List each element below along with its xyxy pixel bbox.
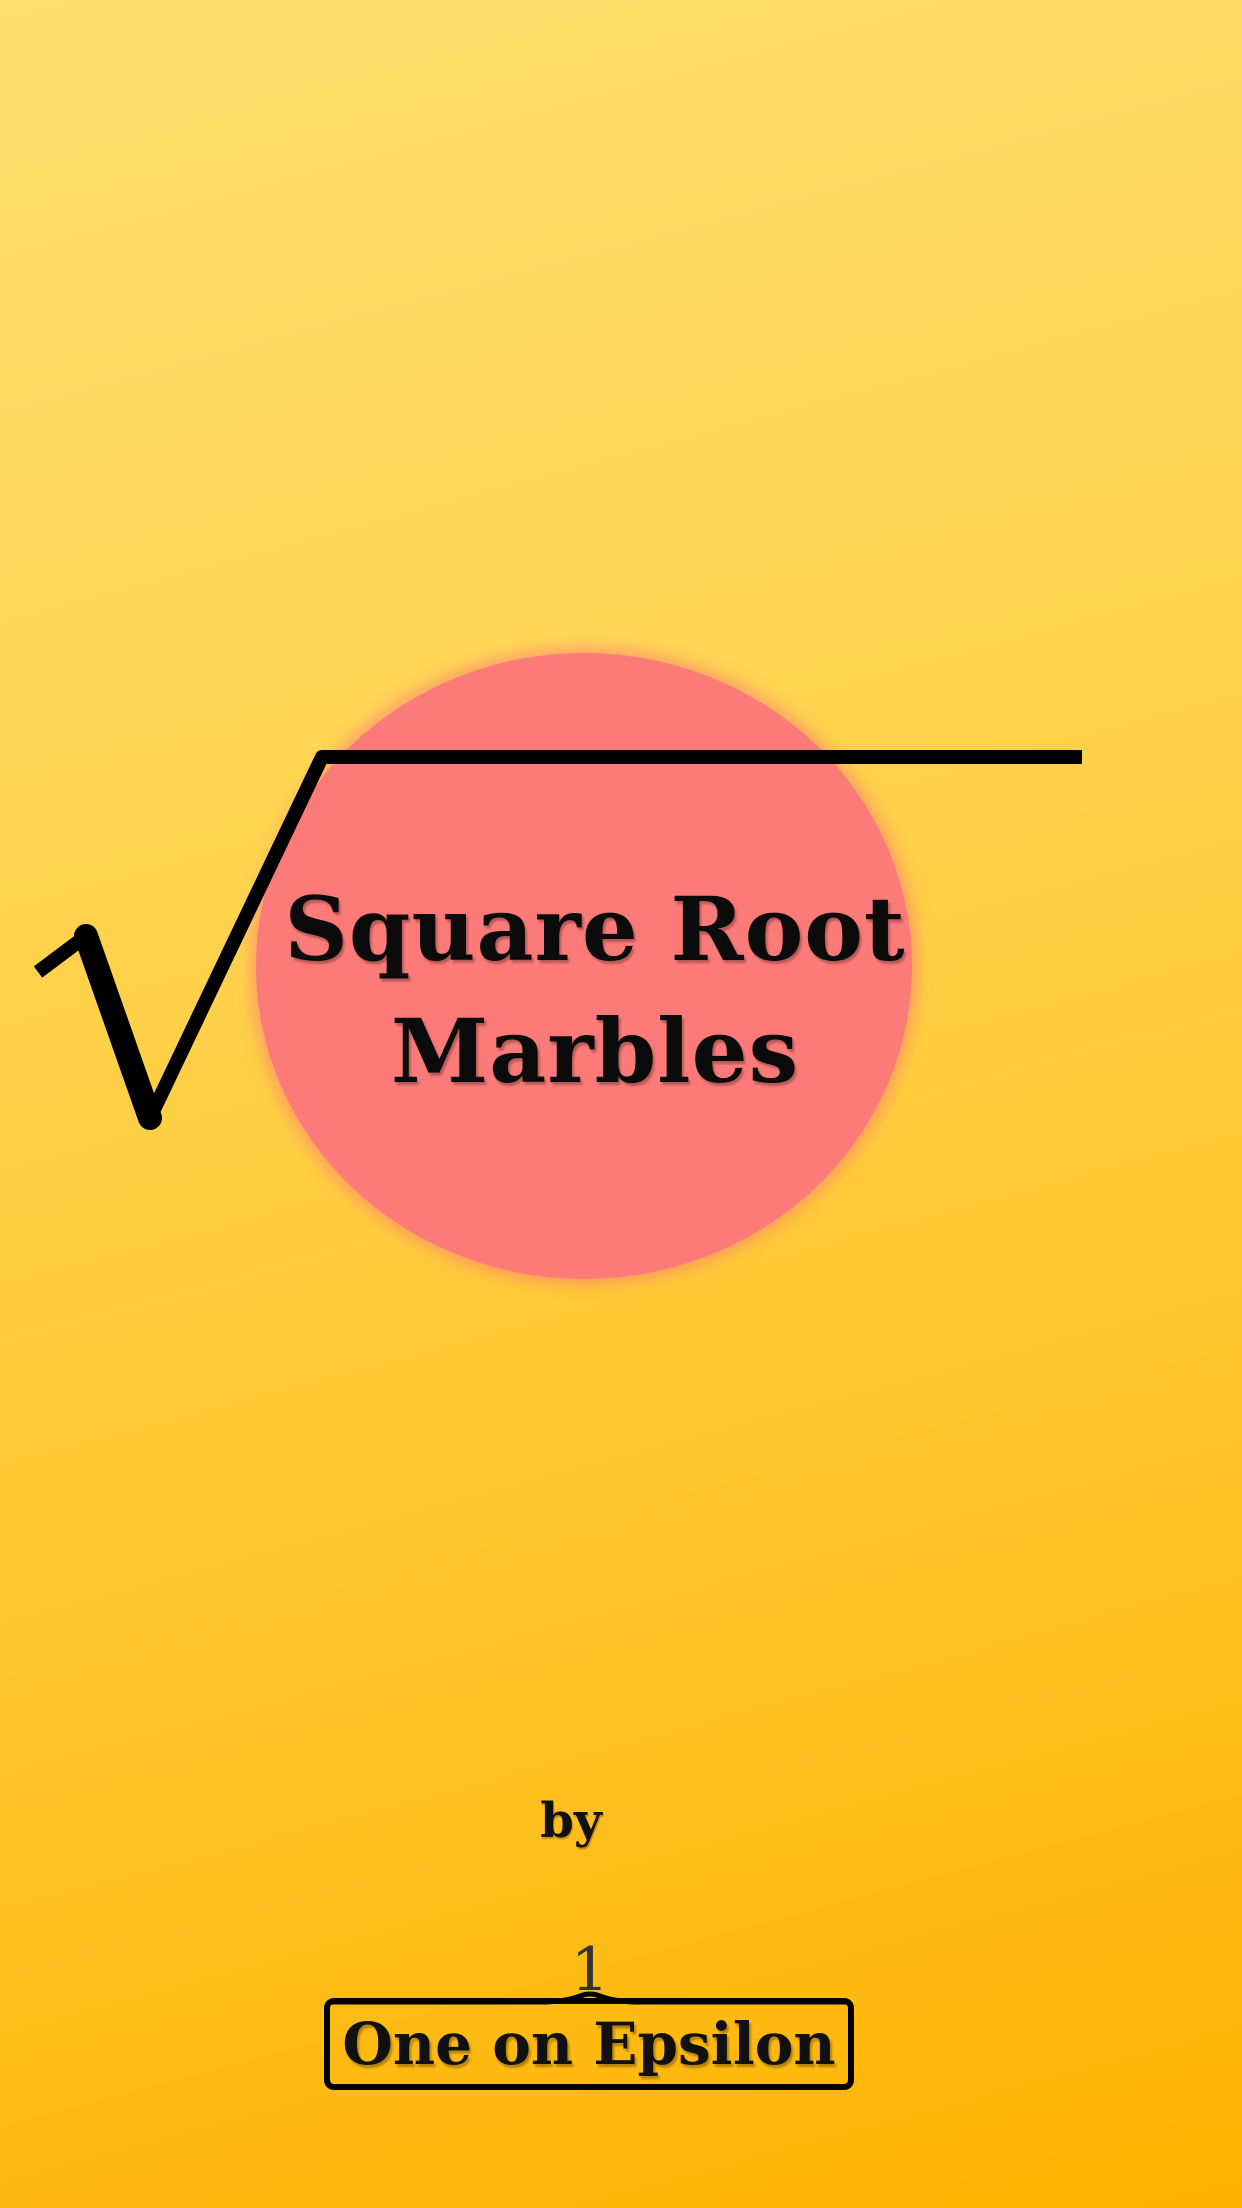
by-label: by [540, 1793, 602, 1849]
app-title-line-2: Marbles [390, 999, 800, 1103]
developer-logo: 1 One on Epsilon [320, 1940, 860, 2100]
developer-name: One on Epsilon [342, 2010, 836, 2078]
app-title-line-1: Square Root [284, 877, 906, 981]
logo-superscript: 1 [570, 1935, 610, 2005]
logo-frame [324, 1998, 854, 2090]
